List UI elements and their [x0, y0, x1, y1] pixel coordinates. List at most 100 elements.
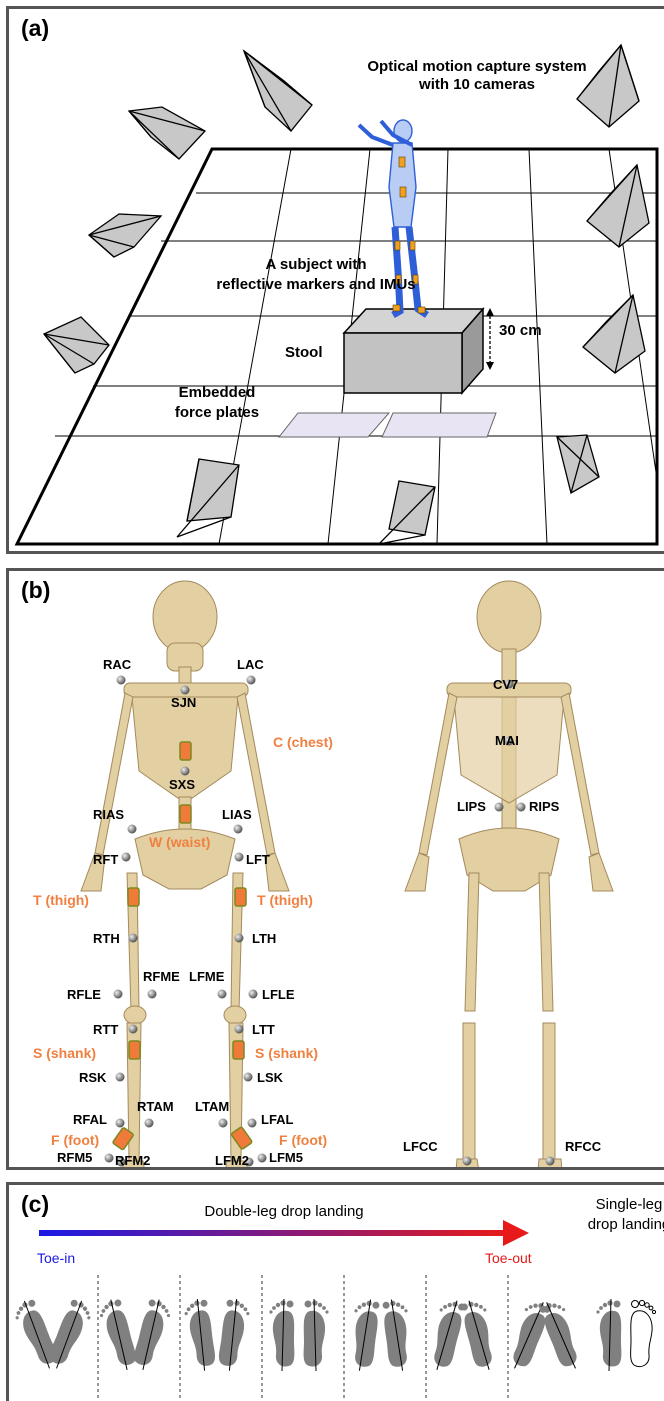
label-lias: LIAS: [222, 807, 252, 822]
imu-left-shank: [233, 1041, 244, 1059]
skeleton-illustration: RAC LAC SJN SXS RIAS LIAS RFT LFT RTH LT…: [9, 571, 664, 1167]
marker-rtam: [145, 1119, 154, 1128]
footprint: [537, 1297, 587, 1373]
force-plates-label-line1: Embedded: [179, 384, 256, 401]
label-lfm5: LFM5: [269, 1150, 303, 1165]
label-cv7: CV7: [493, 677, 518, 692]
gradient-arrow-shaft: [39, 1230, 505, 1236]
marker-rfm5: [105, 1154, 114, 1163]
label-rfcc: RFCC: [565, 1139, 602, 1154]
label-rtt: RTT: [93, 1022, 118, 1037]
footprint: [425, 1297, 467, 1373]
label-rtam: RTAM: [137, 1099, 174, 1114]
imu-label-left-thigh: T (thigh): [257, 892, 313, 908]
marker-rsk: [116, 1073, 125, 1082]
marker-lips: [495, 803, 504, 812]
panel-b-marker-placement: (b): [6, 568, 664, 1170]
marker-lac: [247, 676, 256, 685]
imu-label-left-shank: S (shank): [255, 1045, 318, 1061]
marker-lfle: [249, 990, 258, 999]
footprint: [97, 1297, 139, 1373]
label-ltt: LTT: [252, 1022, 275, 1037]
label-lsk: LSK: [257, 1070, 284, 1085]
single-leg-label-line2: drop landing: [588, 1216, 664, 1233]
camera: [177, 459, 239, 537]
label-rft: RFT: [93, 852, 118, 867]
label-rac: RAC: [103, 657, 132, 672]
marker-rft: [122, 853, 131, 862]
label-lfle: LFLE: [262, 987, 295, 1002]
single-leg-label-line1: Single-leg: [596, 1196, 663, 1213]
lab-setup-illustration: Optical motion capture system with 10 ca…: [9, 9, 664, 551]
label-lfcc: LFCC: [403, 1139, 438, 1154]
imu-label-right-foot: F (foot): [51, 1132, 99, 1148]
label-rfal: RFAL: [73, 1112, 107, 1127]
camera: [587, 165, 649, 247]
camera: [129, 107, 205, 159]
marker-rfal: [116, 1119, 125, 1128]
label-rth: RTH: [93, 931, 120, 946]
marker-rth: [129, 934, 138, 943]
marker-sxs: [181, 767, 190, 776]
imu-label-right-shank: S (shank): [33, 1045, 96, 1061]
camera: [244, 51, 312, 131]
marker-ltam: [219, 1119, 228, 1128]
imu-chest: [180, 742, 191, 760]
label-sxs: SXS: [169, 777, 195, 792]
footprint: [131, 1297, 173, 1373]
label-lft: LFT: [246, 852, 270, 867]
marker-lfm5: [258, 1154, 267, 1163]
marker-sjn: [181, 686, 190, 695]
imu-left-thigh: [235, 888, 246, 906]
imu-right-thigh: [128, 888, 139, 906]
foot-pairs: [11, 1275, 656, 1401]
toe-out-label: Toe-out: [485, 1250, 532, 1266]
footprint: [631, 1300, 656, 1366]
label-lfal: LFAL: [261, 1112, 294, 1127]
imu-label-right-thigh: T (thigh): [33, 892, 89, 908]
label-mai: MAI: [495, 733, 519, 748]
marker-lias: [234, 825, 243, 834]
imu-label-left-foot: F (foot): [279, 1132, 327, 1148]
label-lth: LTH: [252, 931, 276, 946]
footprint: [269, 1299, 294, 1371]
footprint: [183, 1298, 217, 1373]
camera: [379, 481, 435, 544]
camera: [44, 317, 109, 373]
imu-label-waist: W (waist): [149, 834, 210, 850]
label-rsk: RSK: [79, 1070, 107, 1085]
footprint: [459, 1297, 501, 1373]
height-arrow: [486, 308, 494, 370]
label-lips: LIPS: [457, 799, 486, 814]
stool: [344, 309, 483, 393]
toe-in-label: Toe-in: [37, 1250, 75, 1266]
label-lfme: LFME: [189, 969, 225, 984]
mocap-title-line2: with 10 cameras: [418, 76, 535, 93]
label-lac: LAC: [237, 657, 264, 672]
marker-lth: [235, 934, 244, 943]
camera: [557, 435, 599, 493]
camera: [583, 295, 645, 373]
marker-rips: [517, 803, 526, 812]
marker-lfme: [218, 990, 227, 999]
label-rfm2: RFM2: [115, 1153, 150, 1167]
subject-label-line2: reflective markers and IMUs: [216, 276, 415, 293]
label-rfme: RFME: [143, 969, 180, 984]
label-rfle: RFLE: [67, 987, 101, 1002]
subject-label-line1: A subject with: [265, 256, 366, 273]
marker-ltt: [235, 1025, 244, 1034]
footprint: [304, 1299, 329, 1371]
label-rips: RIPS: [529, 799, 560, 814]
marker-rtt: [129, 1025, 138, 1034]
stool-label: Stool: [285, 344, 323, 361]
camera: [89, 214, 161, 257]
label-rias: RIAS: [93, 807, 124, 822]
marker-rfle: [114, 990, 123, 999]
double-leg-label: Double-leg drop landing: [204, 1203, 363, 1220]
marker-lfal: [248, 1119, 257, 1128]
marker-rfcc: [546, 1157, 555, 1166]
marker-rac: [117, 676, 126, 685]
footprint: [596, 1299, 621, 1371]
force-plates: [279, 413, 496, 437]
height-label: 30 cm: [499, 322, 542, 339]
